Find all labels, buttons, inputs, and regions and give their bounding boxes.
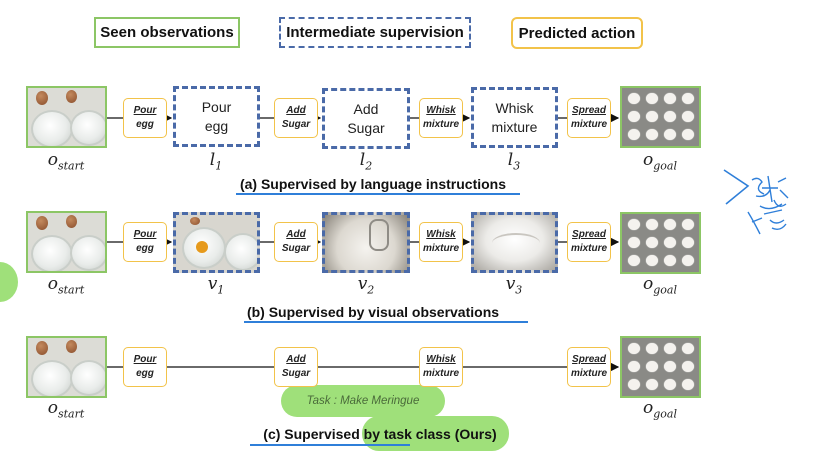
- meringue-dollop: [646, 379, 658, 390]
- egg-shape: [66, 340, 77, 353]
- goal-image-row-c: [620, 336, 701, 398]
- label-l2: l2: [359, 150, 373, 173]
- label-v3: v3: [505, 274, 523, 297]
- meringue-dollop: [682, 111, 694, 122]
- yolk-shape: [196, 241, 208, 253]
- egg-shape: [190, 217, 200, 225]
- egg-shape: [66, 90, 77, 103]
- caption-a: (a) Supervised by language instructions: [239, 176, 507, 192]
- goal-image-row-b: [620, 212, 701, 274]
- meringue-dollop: [664, 255, 676, 266]
- label-o-start-b: ostart: [47, 274, 85, 297]
- legend-predicted-action: Predicted action: [511, 17, 643, 49]
- meringue-dollop: [628, 379, 640, 390]
- meringue-dollop: [628, 343, 640, 354]
- label-l1: l1: [209, 150, 223, 173]
- visual-observation-v2: [322, 212, 410, 273]
- visual-observation-v1: [173, 212, 260, 273]
- meringue-dollop: [664, 129, 676, 140]
- bowl-shape: [70, 110, 105, 146]
- caption-underline-c: [250, 444, 410, 446]
- meringue-dollop: [664, 379, 676, 390]
- caption-c: (c) Supervised by task class (Ours): [263, 426, 497, 442]
- egg-shape: [36, 216, 48, 230]
- start-image-row-a: [26, 86, 107, 148]
- legend-seen-observations: Seen observations: [94, 17, 240, 48]
- meringue-dollop: [682, 129, 694, 140]
- meringue-dollop: [682, 255, 694, 266]
- meringue-dollop: [628, 237, 640, 248]
- meringue-dollop: [682, 361, 694, 372]
- meringue-dollop: [646, 361, 658, 372]
- meringue-dollop: [628, 111, 640, 122]
- meringue-dollop: [664, 219, 676, 230]
- meringue-dollop: [664, 111, 676, 122]
- caption-underline-a: [236, 193, 520, 195]
- meringue-dollop: [628, 129, 640, 140]
- meringue-swirl: [492, 233, 540, 253]
- meringue-dollop: [664, 93, 676, 104]
- meringue-dollop: [646, 111, 658, 122]
- meringue-dollop: [682, 343, 694, 354]
- label-v2: v2: [357, 274, 375, 297]
- label-o-start-a: ostart: [47, 150, 85, 173]
- label-o-start-c: ostart: [47, 398, 85, 421]
- label-o-goal-a: ogoal: [643, 150, 677, 173]
- meringue-dollop: [628, 255, 640, 266]
- meringue-dollop: [646, 343, 658, 354]
- meringue-dollop: [682, 219, 694, 230]
- meringue-dollop: [682, 379, 694, 390]
- label-v1: v1: [207, 274, 225, 297]
- meringue-dollop: [646, 237, 658, 248]
- meringue-dollop: [628, 93, 640, 104]
- label-l3: l3: [507, 150, 521, 173]
- egg-shape: [36, 91, 48, 105]
- bowl-shape: [224, 233, 257, 270]
- meringue-dollop: [682, 93, 694, 104]
- label-o-goal-c: ogoal: [643, 398, 677, 421]
- whisk-shape: [369, 219, 389, 251]
- start-image-row-b: [26, 211, 107, 273]
- meringue-dollop: [664, 237, 676, 248]
- meringue-dollop: [664, 343, 676, 354]
- meringue-dollop: [646, 255, 658, 266]
- start-image-row-c: [26, 336, 107, 398]
- visual-observation-v3: [471, 212, 558, 273]
- bowl-shape: [70, 235, 105, 271]
- label-o-goal-b: ogoal: [643, 274, 677, 297]
- egg-shape: [66, 215, 77, 228]
- egg-shape: [36, 341, 48, 355]
- meringue-dollop: [646, 93, 658, 104]
- bowl-shape: [70, 360, 105, 396]
- legend-intermediate-supervision: Intermediate supervision: [279, 17, 471, 48]
- goal-image-row-a: [620, 86, 701, 148]
- meringue-dollop: [646, 129, 658, 140]
- meringue-dollop: [682, 237, 694, 248]
- meringue-dollop: [628, 219, 640, 230]
- meringue-dollop: [628, 361, 640, 372]
- caption-b: (b) Supervised by visual observations: [246, 304, 500, 320]
- meringue-dollop: [646, 219, 658, 230]
- meringue-dollop: [664, 361, 676, 372]
- task-class-highlight: Task : Make Meringue: [281, 385, 445, 417]
- caption-underline-b: [244, 321, 528, 323]
